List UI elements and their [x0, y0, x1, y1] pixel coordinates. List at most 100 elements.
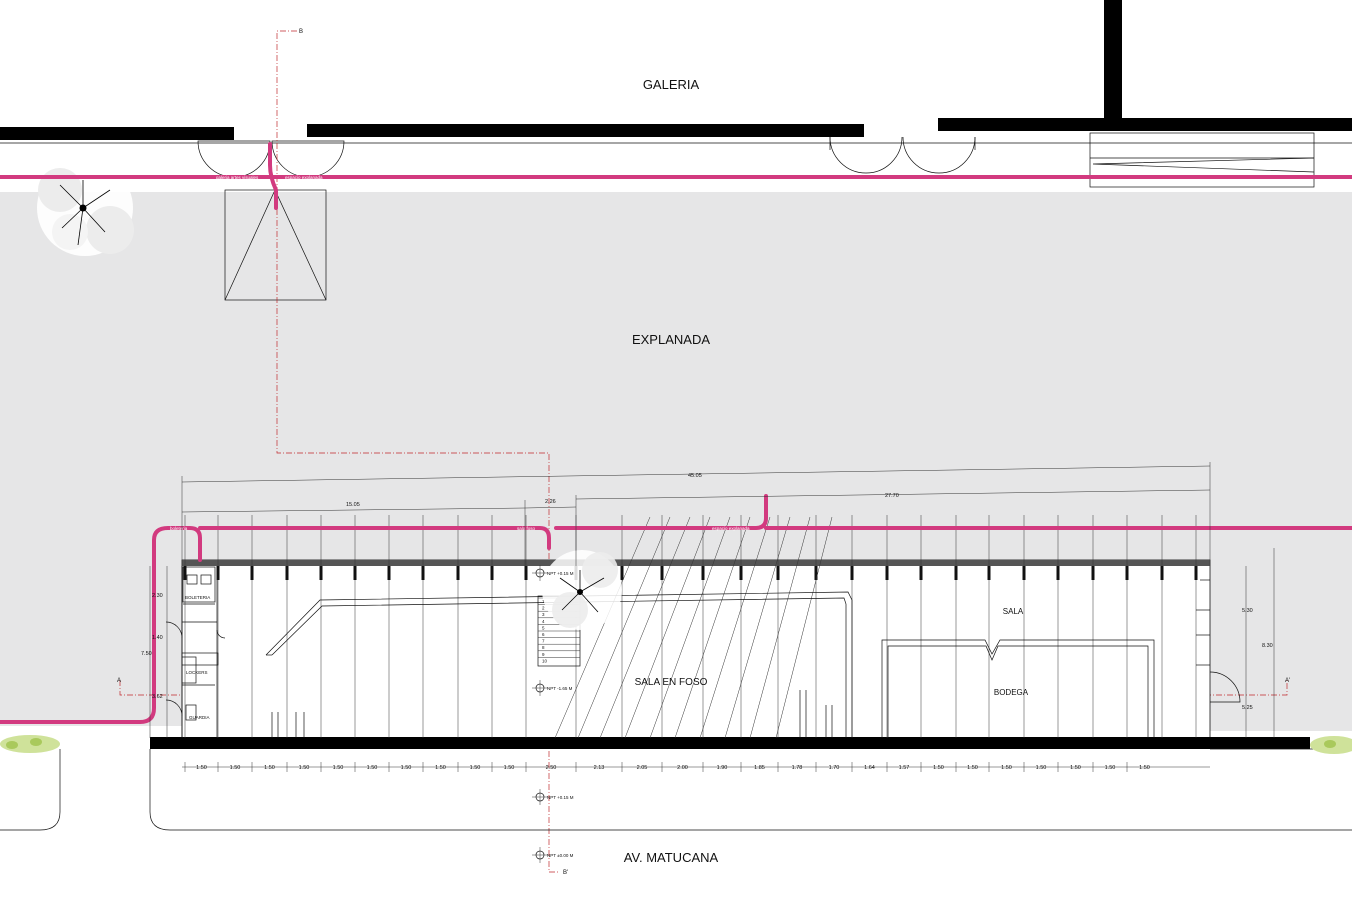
stair-step-number: 3: [542, 612, 545, 617]
route-label-galeria: galeria artes visuales: [216, 175, 259, 180]
column: [1056, 566, 1060, 580]
dim-bottom-value: 2.50: [546, 765, 557, 771]
column: [490, 566, 494, 580]
level-top: NPT +0.15 M: [547, 571, 574, 576]
column: [216, 566, 220, 580]
level-marker-street-lower: [532, 847, 548, 863]
foso-wall: [265, 591, 853, 738]
dim-bottom-value: 1.50: [333, 765, 344, 771]
service-rooms: [165, 566, 226, 721]
galeria-doors: [197, 136, 976, 178]
dim-left-side-3: 3.62: [152, 694, 163, 700]
label-guardia: GUARDIA: [189, 715, 210, 720]
column: [183, 566, 187, 580]
route-label-explanada-top: espacio explanada: [285, 175, 323, 180]
column: [814, 566, 818, 580]
column: [739, 566, 743, 580]
column: [701, 566, 705, 580]
stair-step-number: 8: [542, 645, 545, 650]
dim-bottom-value: 1.50: [967, 765, 978, 771]
dim-bottom-value: 2.13: [594, 765, 605, 771]
tree-stair: [542, 550, 622, 630]
dim-bottom-value: 1.50: [299, 765, 310, 771]
route-label-sala-foso: sala foso: [517, 526, 536, 531]
label-sala: SALA: [1003, 607, 1024, 616]
label-explanada: EXPLANADA: [632, 332, 710, 347]
top-dimensions: [181, 462, 1211, 566]
dim-bottom-value: 2.00: [677, 765, 688, 771]
column: [319, 566, 323, 580]
bottom-dimensions: 1.50 1.50 1.50 1.50 1.50 1.50 1.50 1.50 1.50 1.50…: [182, 762, 1210, 772]
column: [250, 566, 254, 580]
foso-ramps: [554, 516, 833, 739]
dim-bottom-value: 1.50: [196, 765, 207, 771]
dim-left-side-2: 1.40: [152, 635, 163, 641]
bodega-partition: [881, 639, 1155, 738]
dim-bottom-value: 1.50: [1001, 765, 1012, 771]
dim-left-side-total: 7.50: [141, 651, 152, 657]
dim-bottom-value: 1.50: [264, 765, 275, 771]
shrub-right: [1310, 736, 1352, 754]
column: [1022, 566, 1026, 580]
label-galeria: GALERIA: [643, 77, 700, 92]
stair-step-number: 5: [542, 625, 545, 630]
dim-bottom-value: 1.50: [933, 765, 944, 771]
column: [620, 566, 624, 580]
level-mid: NPT -1.65 M: [547, 686, 573, 691]
dim-bottom-value: 1.50: [367, 765, 378, 771]
level-markers: [532, 565, 548, 863]
dim-bottom-value: 1.85: [754, 765, 765, 771]
section-mark-a-prime: A': [1285, 678, 1290, 684]
dim-bottom-value: 1.90: [717, 765, 728, 771]
column: [954, 566, 958, 580]
label-lockers: LOCKERS: [186, 670, 208, 675]
column: [421, 566, 425, 580]
dim-right-side-total: 8.30: [1262, 643, 1273, 649]
level-marker-mid: [532, 680, 548, 696]
column: [919, 566, 923, 580]
galeria-wall: [0, 0, 1352, 144]
column: [285, 566, 289, 580]
label-bodega: BODEGA: [994, 688, 1029, 697]
dim-bottom-value: 1.50: [1036, 765, 1047, 771]
stair-step-number: 2: [542, 606, 545, 611]
column: [987, 566, 991, 580]
column: [1194, 566, 1198, 580]
dim-bottom-value: 1.50: [470, 765, 481, 771]
column: [456, 566, 460, 580]
label-boleteria: BOLETERIA: [185, 595, 210, 600]
column: [353, 566, 357, 580]
shrub-left: [0, 735, 60, 753]
tree-top-left: [37, 160, 134, 256]
label-av-matucana: AV. MATUCANA: [624, 850, 719, 865]
dim-total: 45.05: [688, 473, 702, 479]
level-marker-street-upper: [532, 789, 548, 805]
dim-middle: 2.26: [545, 499, 556, 505]
section-mark-b-prime: B': [563, 870, 568, 876]
level-marker-top: [532, 565, 548, 581]
ramp-block: [1089, 132, 1315, 188]
column: [1125, 566, 1129, 580]
sidewalk: [0, 748, 1352, 831]
stair-step-number: 1: [542, 599, 545, 604]
stair-step-number: 6: [542, 632, 545, 637]
level-street-lower: NPT ±0.00 M: [547, 853, 574, 858]
section-mark-b: B: [299, 29, 303, 35]
dim-bottom-value: 1.78: [792, 765, 803, 771]
column: [1160, 566, 1164, 580]
dim-left: 15.05: [346, 502, 360, 508]
dim-bottom-value: 1.50: [435, 765, 446, 771]
dim-bottom-value: 1.70: [829, 765, 840, 771]
section-mark-a: A: [117, 678, 121, 684]
right-door: [1196, 579, 1241, 703]
stair-step-number: 10: [542, 658, 548, 663]
column: [776, 566, 780, 580]
dim-bottom-value: 1.57: [899, 765, 910, 771]
dim-bottom-value: 1.50: [1105, 765, 1116, 771]
column: [850, 566, 854, 580]
dim-left-side-1: 2.30: [152, 593, 163, 599]
building-interior: [150, 559, 1310, 749]
side-dimensions: [149, 548, 1275, 738]
column: [387, 566, 391, 580]
